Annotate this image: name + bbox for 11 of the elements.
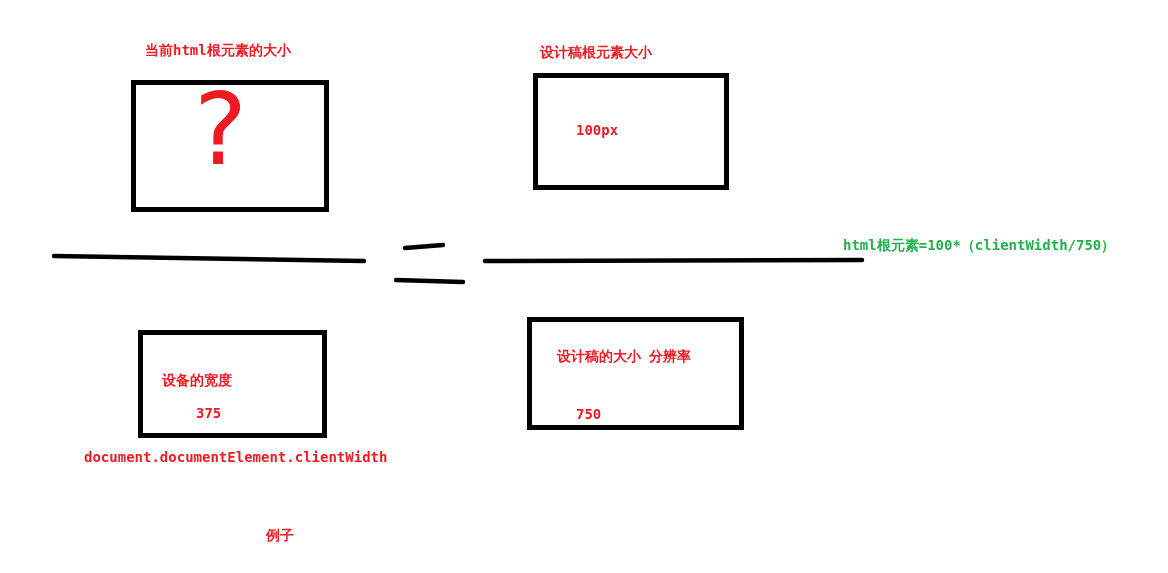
value-text: 375 (196, 405, 222, 422)
question-mark: ? (194, 80, 248, 180)
note-text: 例子 (266, 527, 294, 544)
value-text: 100px (576, 122, 619, 139)
box-text: 设计稿的大小 分辨率 (557, 348, 692, 365)
box-heading: 当前html根元素的大小 (145, 42, 291, 59)
box-text: 设备的宽度 (162, 372, 232, 389)
value-text: 750 (576, 406, 602, 423)
box-heading: 设计稿根元素大小 (540, 44, 652, 61)
code-text: document.documentElement.clientWidth (84, 449, 388, 466)
formula-text: html根元素=100*（clientWidth/750） (843, 237, 1116, 254)
